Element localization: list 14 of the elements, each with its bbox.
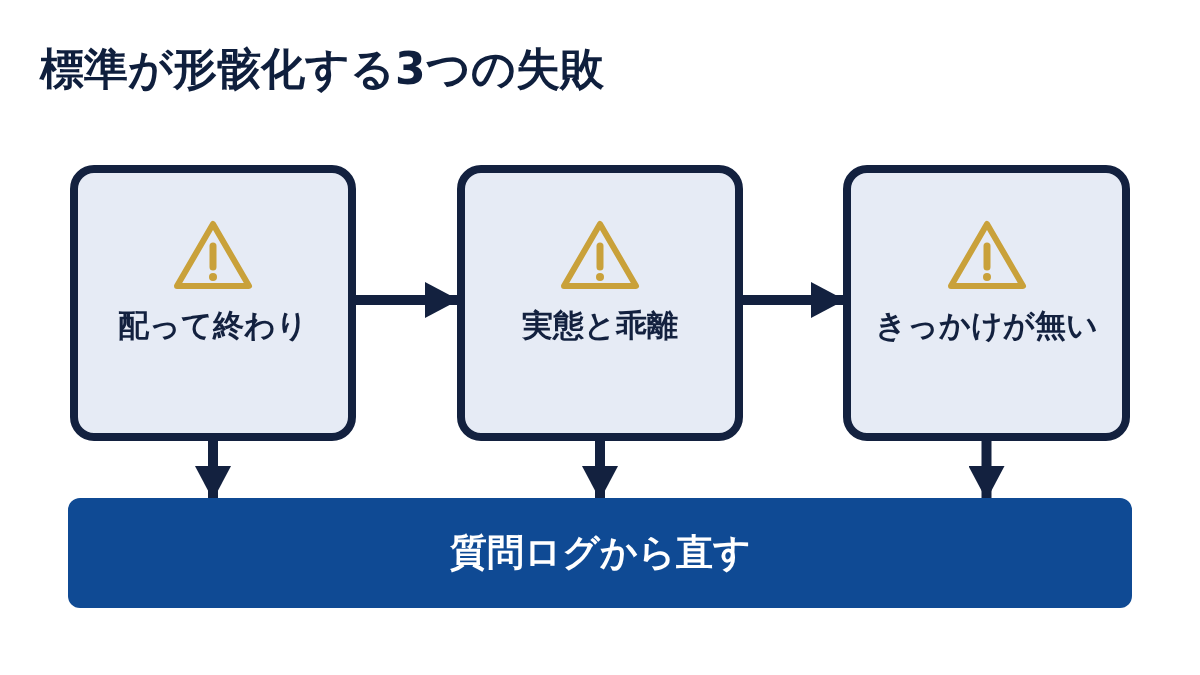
title: 標準が形骸化する3つの失敗 bbox=[40, 42, 604, 96]
arrow bbox=[582, 441, 618, 500]
card-label: きっかけが無い bbox=[875, 306, 1098, 345]
arrow bbox=[968, 441, 1005, 500]
card-label: 配って終わり bbox=[118, 306, 308, 345]
warning-card bbox=[843, 165, 1130, 441]
arrow bbox=[743, 282, 845, 318]
arrow bbox=[195, 441, 231, 500]
card-label: 実態と乖離 bbox=[522, 306, 678, 345]
arrow bbox=[356, 282, 459, 318]
action-bar bbox=[68, 498, 1132, 608]
bar-label: 質問ログから直す bbox=[449, 530, 751, 576]
warning-card bbox=[457, 165, 743, 441]
warning-card bbox=[70, 165, 356, 441]
